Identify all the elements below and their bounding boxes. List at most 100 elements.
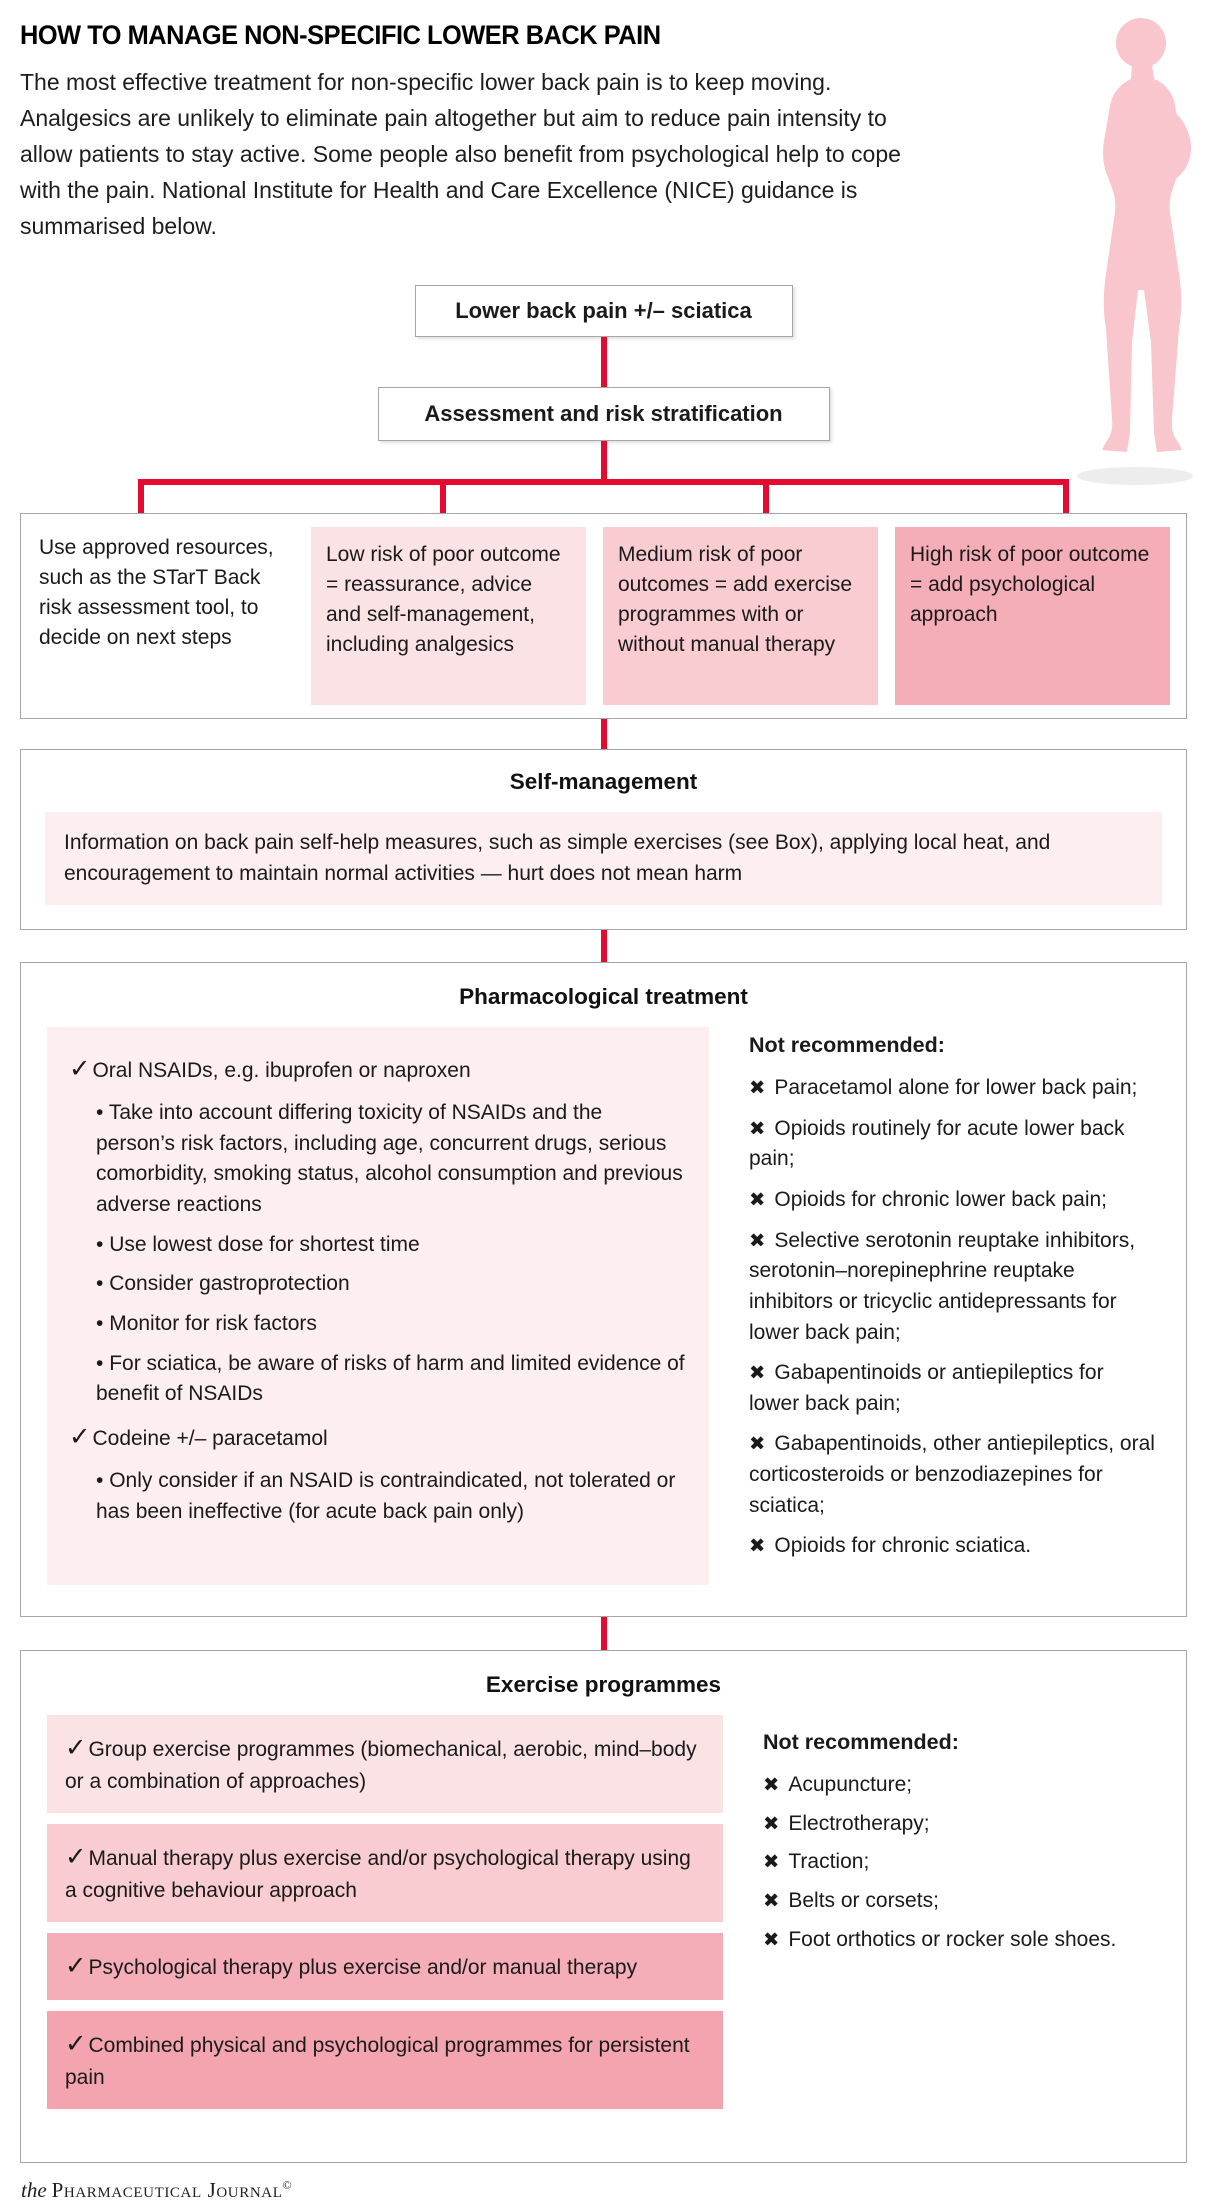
not-recommended-item: ✖Electrotherapy; bbox=[763, 1809, 1158, 1840]
not-recommended-item: ✖ Foot orthotics or rocker sole shoes. bbox=[763, 1925, 1158, 1956]
flow-node-label: Lower back pain +/– sciatica bbox=[455, 297, 752, 323]
recommendation-note: • Consider gastroprotection bbox=[96, 1269, 687, 1300]
exercise-columns: ✓Group exercise programmes (biomechanica… bbox=[47, 1714, 1160, 2121]
pharma-recommended-box: ✓Oral NSAIDs, e.g. ibuprofen or naproxen… bbox=[47, 1026, 709, 1585]
not-recommended-item: ✖ Paracetamol alone for lower back pain; bbox=[749, 1073, 1158, 1104]
connector-line-4 bbox=[600, 1616, 607, 1650]
exercise-item-text: Combined physical and psychological prog… bbox=[65, 2034, 690, 2090]
not-recommended-item: ✖Gabapentinoids or antiepileptics for lo… bbox=[749, 1358, 1158, 1419]
exercise-not-recommended: Not recommended: ✖ Acupuncture; ✖Electrot… bbox=[723, 1715, 1160, 2121]
recommended-item: ✓Oral NSAIDs, e.g. ibuprofen or naproxen bbox=[69, 1051, 687, 1088]
not-recommended-item: ✖ Belts or corsets; bbox=[763, 1886, 1158, 1917]
cross-icon: ✖ bbox=[749, 1229, 766, 1252]
woman-back-pain-silhouette bbox=[1077, 18, 1193, 485]
risk-box-text: High risk of poor outcome = add psycholo… bbox=[910, 542, 1150, 627]
recommendation-note: • Only consider if an NSAID is contraind… bbox=[96, 1466, 687, 1527]
not-recommended-text: Paracetamol alone for lower back pain; bbox=[774, 1075, 1138, 1099]
exercise-item-text: Psychological therapy plus exercise and/… bbox=[88, 1955, 638, 1979]
logo-the: the bbox=[21, 2177, 47, 2202]
risk-box-text: Low risk of poor outcome = reassurance, … bbox=[326, 542, 561, 657]
pharmacological-section: Pharmacological treatment ✓Oral NSAIDs, … bbox=[20, 961, 1187, 1617]
risk-box-resources: Use approved resources, such as the STar… bbox=[37, 527, 294, 705]
exercise-item: ✓Group exercise programmes (biomechanica… bbox=[47, 1714, 723, 1813]
bullet-icon: • bbox=[96, 1232, 104, 1256]
exercise-recommended-list: ✓Group exercise programmes (biomechanica… bbox=[47, 1714, 723, 2121]
cross-icon: ✖ bbox=[749, 1535, 766, 1558]
not-recommended-title: Not recommended: bbox=[763, 1729, 959, 1754]
self-management-title: Self-management bbox=[509, 768, 698, 794]
recommendation-note: • Take into account differing toxicity o… bbox=[96, 1098, 687, 1221]
flow-node-label: Assessment and risk stratification bbox=[424, 400, 783, 426]
risk-box-text: Use approved resources, such as the STar… bbox=[39, 535, 274, 650]
not-recommended-item: ✖Gabapentinoids, other antiepileptics, o… bbox=[749, 1429, 1158, 1521]
recommendation-note-text: For sciatica, be aware of risks of harm … bbox=[96, 1351, 685, 1406]
recommended-item: ✓Codeine +/– paracetamol bbox=[69, 1419, 687, 1456]
not-recommended-item: ✖ Opioids for chronic sciatica. bbox=[749, 1531, 1158, 1562]
branch-drop-line bbox=[1063, 481, 1069, 513]
not-recommended-text: Selective serotonin reuptake inhibitors,… bbox=[749, 1228, 1136, 1344]
self-management-text: Information on back pain self-help measu… bbox=[64, 830, 1051, 886]
recommendation-note-text: Consider gastroprotection bbox=[109, 1272, 350, 1296]
recommendation-note-text: Use lowest dose for shortest time bbox=[109, 1232, 420, 1256]
cross-icon: ✖ bbox=[763, 1773, 780, 1796]
branch-stem-line bbox=[600, 440, 607, 482]
exercise-item-text: Group exercise programmes (biomechanical… bbox=[65, 1737, 697, 1793]
branch-connector bbox=[20, 440, 1187, 513]
silhouette-body bbox=[1102, 64, 1182, 452]
not-recommended-text: Gabapentinoids, other antiepileptics, or… bbox=[749, 1432, 1155, 1517]
recommended-item-text: Oral NSAIDs, e.g. ibuprofen or naproxen bbox=[92, 1058, 471, 1082]
pharmacological-columns: ✓Oral NSAIDs, e.g. ibuprofen or naproxen… bbox=[47, 1026, 1160, 1585]
pharmacological-title: Pharmacological treatment bbox=[459, 983, 748, 1009]
bullet-icon: • bbox=[96, 1351, 104, 1375]
silhouette-arm bbox=[1142, 104, 1191, 189]
connector-line-1 bbox=[600, 336, 607, 387]
check-icon: ✓ bbox=[65, 1841, 87, 1872]
exercise-item: ✓Psychological therapy plus exercise and… bbox=[47, 1932, 723, 2001]
branch-drop-line bbox=[138, 481, 144, 513]
cross-icon: ✖ bbox=[763, 1928, 780, 1951]
exercise-item: ✓Combined physical and psychological pro… bbox=[47, 2011, 723, 2110]
risk-stratification-row: Use approved resources, such as the STar… bbox=[20, 512, 1187, 719]
exercise-title: Exercise programmes bbox=[485, 1671, 722, 1697]
risk-box-high: High risk of poor outcome = add psycholo… bbox=[895, 526, 1170, 705]
bullet-icon: • bbox=[96, 1100, 104, 1124]
not-recommended-text: Opioids for chronic sciatica. bbox=[774, 1534, 1032, 1558]
not-recommended-text: Belts or corsets; bbox=[788, 1888, 939, 1912]
branch-drop-line bbox=[763, 481, 769, 513]
connector-line-2 bbox=[600, 718, 607, 749]
not-recommended-title: Not recommended: bbox=[749, 1032, 945, 1057]
not-recommended-item: ✖Opioids routinely for acute lower back … bbox=[749, 1114, 1158, 1175]
cross-icon: ✖ bbox=[749, 1076, 766, 1099]
exercise-section: Exercise programmes ✓Group exercise prog… bbox=[20, 1649, 1187, 2163]
cross-icon: ✖ bbox=[763, 1851, 780, 1874]
bullet-icon: • bbox=[96, 1469, 104, 1493]
not-recommended-text: Acupuncture; bbox=[788, 1772, 913, 1796]
copyright-mark: © bbox=[282, 2177, 292, 2192]
not-recommended-text: Foot orthotics or rocker sole shoes. bbox=[788, 1927, 1117, 1951]
cross-icon: ✖ bbox=[763, 1812, 780, 1835]
page-title: HOW TO MANAGE NON-SPECIFIC LOWER BACK PA… bbox=[20, 20, 661, 50]
check-icon: ✓ bbox=[65, 1732, 87, 1763]
intro-paragraph: The most effective treatment for non-spe… bbox=[20, 69, 901, 240]
risk-box-medium: Medium risk of poor outcomes = add exerc… bbox=[603, 526, 878, 705]
check-icon: ✓ bbox=[69, 1053, 91, 1084]
recommendation-note-text: Monitor for risk factors bbox=[109, 1311, 317, 1335]
not-recommended-item: ✖Opioids for chronic lower back pain; bbox=[749, 1185, 1158, 1216]
recommendation-note: • Monitor for risk factors bbox=[96, 1309, 687, 1340]
silhouette-shadow bbox=[1077, 467, 1193, 485]
risk-box-low: Low risk of poor outcome = reassurance, … bbox=[311, 526, 586, 705]
exercise-item-text: Manual therapy plus exercise and/or psyc… bbox=[65, 1846, 691, 1903]
recommendation-note: • Use lowest dose for shortest time bbox=[96, 1230, 687, 1261]
check-icon: ✓ bbox=[65, 1950, 87, 1981]
flow-node-assessment: Assessment and risk stratification bbox=[377, 386, 830, 441]
cross-icon: ✖ bbox=[749, 1433, 766, 1456]
logo-name: Pharmaceutical Journal bbox=[51, 2177, 283, 2202]
not-recommended-text: Traction; bbox=[788, 1850, 870, 1874]
recommendation-note-text: Only consider if an NSAID is contraindic… bbox=[96, 1469, 676, 1523]
not-recommended-item: ✖Selective serotonin reuptake inhibitors… bbox=[749, 1226, 1158, 1349]
bullet-icon: • bbox=[96, 1311, 104, 1335]
cross-icon: ✖ bbox=[763, 1889, 780, 1912]
